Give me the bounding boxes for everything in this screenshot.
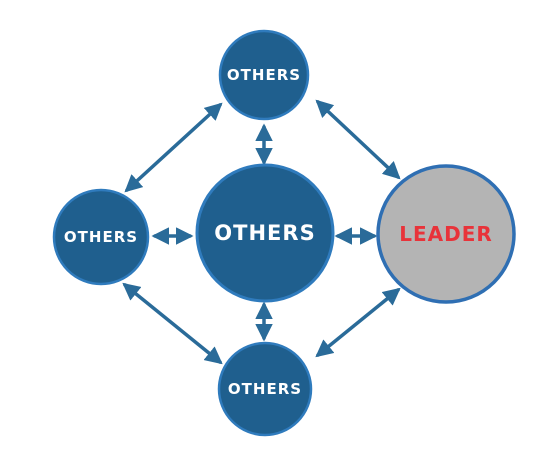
node-leader-label: LEADER [399,222,493,246]
node-center: OTHERS [195,163,335,303]
node-leader: LEADER [376,164,516,304]
node-left: OTHERS [52,188,150,286]
connection-arrows [122,99,401,365]
arrow-left-bottom [122,282,223,365]
node-top: OTHERS [218,29,310,121]
node-left-label: OTHERS [64,228,138,246]
node-leader-circle [376,164,516,304]
node-top-circle [218,29,310,121]
node-top-label: OTHERS [227,66,301,84]
node-bottom-circle [217,341,313,437]
arrow-bottom-leader [315,287,401,358]
arrow-top-left [124,102,223,193]
node-center-label: OTHERS [214,221,315,245]
node-bottom: OTHERS [217,341,313,437]
node-bottom-label: OTHERS [228,380,302,398]
arrow-top-leader [315,99,401,180]
node-center-circle [195,163,335,303]
node-left-circle [52,188,150,286]
